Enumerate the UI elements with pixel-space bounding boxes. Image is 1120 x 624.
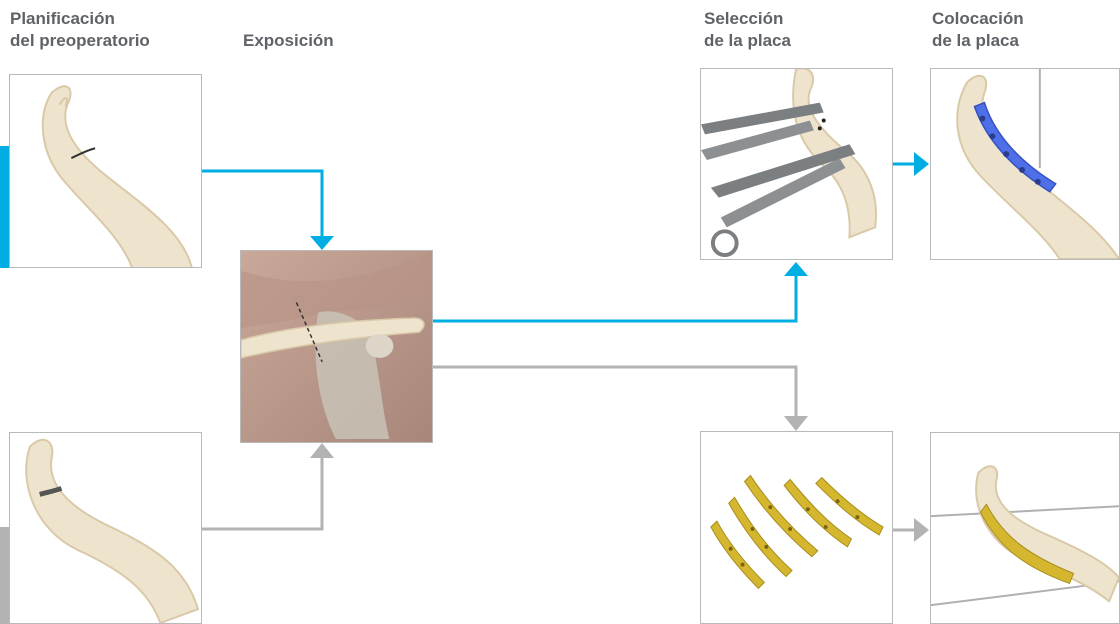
panel-plate-set: [700, 431, 893, 624]
gray-path-marker: [0, 527, 10, 624]
panel-planning-gray: [9, 432, 202, 624]
plate-sizer-forceps-icon: [701, 69, 877, 258]
clavicle-bone-icon: [25, 438, 200, 623]
blue-arrowhead-down: [310, 236, 334, 250]
heading-planning: Planificación del preoperatorio: [10, 9, 150, 50]
shoulder-exposure-icon: [241, 251, 432, 442]
panel-plate-placement-gray: [930, 432, 1120, 624]
gold-plate-on-clavicle-icon: [931, 465, 1119, 607]
gold-plate-set-icon: [710, 474, 884, 590]
heading-plate-selection: Selección de la placa: [704, 9, 791, 50]
blue-arrowhead-right: [914, 152, 929, 176]
blue-connector-planning-to-exposure: [202, 169, 324, 238]
gray-connector-exposure-to-plates: [433, 365, 798, 418]
panel-plate-selection: [700, 68, 893, 260]
heading-plate-placement: Colocación de la placa: [932, 9, 1024, 50]
heading-exposure: Exposición: [243, 31, 334, 50]
gray-arrowhead-up: [310, 443, 334, 458]
clavicle-bone-icon: [41, 85, 193, 267]
panel-exposure: [240, 250, 433, 443]
blue-plate-on-clavicle-icon: [956, 69, 1119, 259]
panel-planning-blue: [9, 74, 202, 268]
blue-connectors: [202, 162, 916, 323]
blue-arrowhead-up: [784, 262, 808, 276]
blue-connector-exposure-to-selection: [433, 274, 798, 323]
blue-path-marker: [0, 146, 10, 268]
gray-arrowhead-down: [784, 416, 808, 431]
gray-connector-planning-to-exposure: [202, 456, 324, 531]
gray-connectors: [202, 365, 916, 532]
panel-plate-placement-blue: [930, 68, 1120, 260]
gray-arrowhead-right: [914, 518, 929, 542]
